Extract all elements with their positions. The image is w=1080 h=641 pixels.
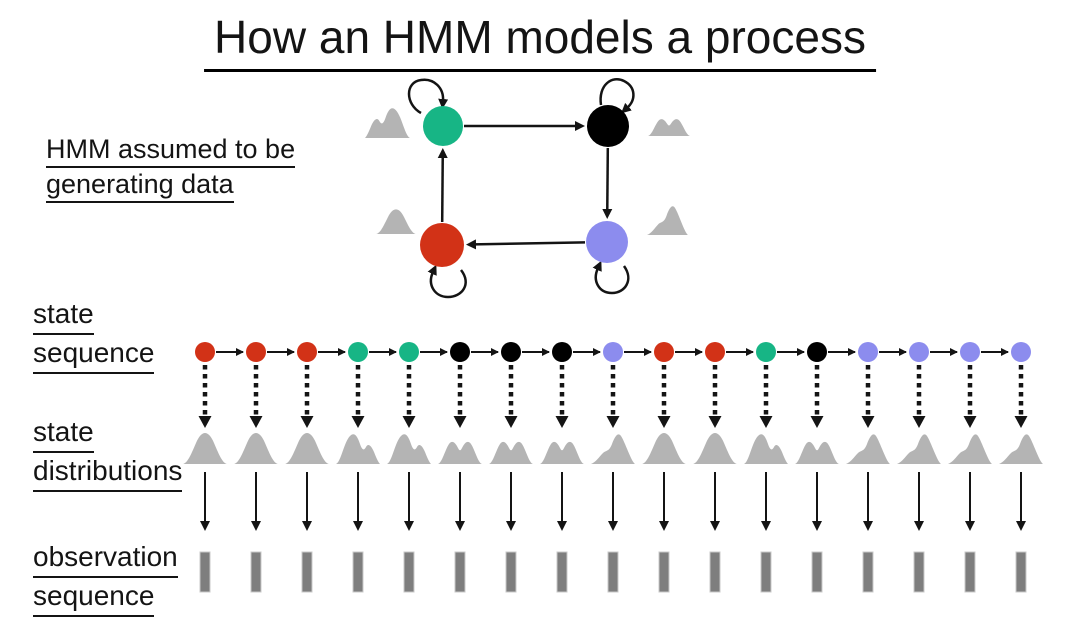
state-node <box>420 223 464 267</box>
observation-bar-icon <box>811 551 823 593</box>
sequence-state-dot <box>501 342 521 362</box>
distribution-mountain-icon <box>285 433 329 464</box>
observation-sequence-label: observation sequence <box>33 539 178 617</box>
self-loop-arrow <box>427 264 467 299</box>
distribution-mountain-icon <box>591 434 635 464</box>
distribution-mountain-icon <box>387 434 431 464</box>
observation-bar-icon <box>556 551 568 593</box>
distribution-mountain-icon <box>183 433 227 464</box>
state-node <box>587 105 629 147</box>
sequence-state-dot <box>756 342 776 362</box>
sequence-state-dot <box>450 342 470 362</box>
sequence-state-dot <box>552 342 572 362</box>
observation-bar-icon <box>607 551 619 593</box>
distribution-mountain-icon <box>438 441 482 464</box>
observation-bar-icon <box>964 551 976 593</box>
observation-bar-icon <box>250 551 262 593</box>
state-distribution-mountain-icon <box>648 119 690 136</box>
observation-bar-icon <box>862 551 874 593</box>
state-sequence-label-line1: state <box>33 296 94 335</box>
sequence-state-dot <box>807 342 827 362</box>
self-loop-arrow <box>407 78 449 115</box>
transition-arrow <box>602 147 613 220</box>
sequence-state-dot <box>246 342 266 362</box>
self-loop-arrow <box>599 78 635 114</box>
sequence-state-dot <box>654 342 674 362</box>
observation-bar-icon <box>199 551 211 593</box>
state-distribution-mountain-icon <box>647 206 688 235</box>
observation-bar-icon <box>505 551 517 593</box>
state-distributions-label-line1: state <box>33 414 94 453</box>
distribution-mountain-icon <box>489 441 533 464</box>
observation-bar-icon <box>403 551 415 593</box>
sequence-state-dot <box>348 342 368 362</box>
distribution-mountain-icon <box>234 433 278 464</box>
state-distribution-mountain-icon <box>376 209 416 234</box>
sequence-state-dot <box>1011 342 1031 362</box>
distribution-mountain-icon <box>948 434 992 464</box>
observation-bar-icon <box>760 551 772 593</box>
distribution-mountain-icon <box>336 434 380 464</box>
sequence-state-dot <box>195 342 215 362</box>
transition-arrow <box>465 239 586 250</box>
state-distributions-label-line2: distributions <box>33 453 183 492</box>
state-sequence-label-line2: sequence <box>33 335 155 374</box>
distribution-mountain-icon <box>693 433 737 464</box>
sequence-state-dot <box>858 342 878 362</box>
observation-bar-icon <box>454 551 466 593</box>
sequence-state-dot <box>399 342 419 362</box>
hmm-note-line2: generating data <box>46 168 234 203</box>
observation-bar-icon <box>658 551 670 593</box>
page-title: How an HMM models a process <box>204 10 876 72</box>
sequence-state-dot <box>909 342 929 362</box>
observation-bar-icon <box>709 551 721 593</box>
observation-bar-icon <box>301 551 313 593</box>
observation-bar-icon <box>352 551 364 593</box>
distribution-mountain-icon <box>846 434 890 464</box>
observation-sequence-label-line1: observation <box>33 539 178 578</box>
distribution-mountain-icon <box>795 441 839 464</box>
hmm-note: HMM assumed to be generating data <box>46 133 296 203</box>
distribution-mountain-icon <box>744 434 788 464</box>
transition-arrow <box>437 147 448 223</box>
state-node <box>423 106 463 146</box>
sequence-state-dot <box>960 342 980 362</box>
state-sequence-label: state sequence <box>33 296 155 374</box>
self-loop-arrow <box>592 260 630 295</box>
distribution-mountain-icon <box>642 433 686 464</box>
observation-sequence-label-line2: sequence <box>33 578 155 617</box>
state-distribution-mountain-icon <box>365 108 410 138</box>
hmm-note-line1: HMM assumed to be <box>46 133 296 168</box>
state-distributions-label: state distributions <box>33 414 183 492</box>
sequence-state-dot <box>603 342 623 362</box>
distribution-mountain-icon <box>540 441 584 464</box>
distribution-mountain-icon <box>999 434 1043 464</box>
observation-bar-icon <box>913 551 925 593</box>
state-node <box>586 221 628 263</box>
sequence-state-dot <box>705 342 725 362</box>
sequence-state-dot <box>297 342 317 362</box>
observation-bar-icon <box>1015 551 1027 593</box>
distribution-mountain-icon <box>897 434 941 464</box>
